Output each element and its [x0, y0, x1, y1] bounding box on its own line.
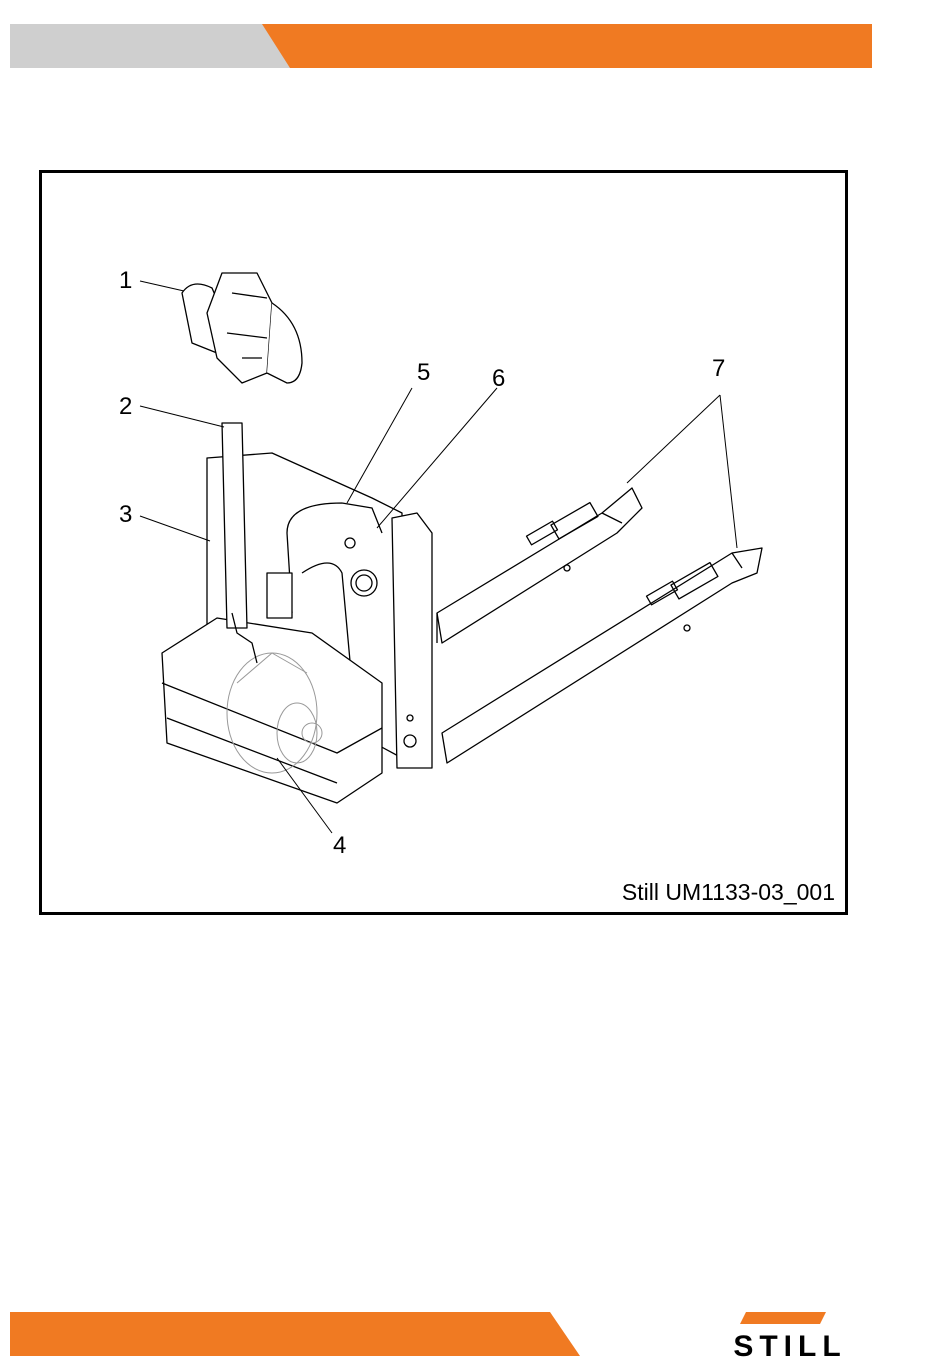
- logo-text: STILL: [733, 1330, 846, 1360]
- callout-6: 6: [492, 367, 505, 391]
- callout-1: 1: [119, 269, 132, 293]
- callout-4: 4: [333, 834, 346, 858]
- front-panel: [392, 513, 432, 768]
- header-gray-segment: [10, 24, 290, 68]
- callout-7: 7: [712, 357, 725, 381]
- footer-orange-segment: [10, 1312, 580, 1356]
- logo-orange-mark: [740, 1312, 826, 1324]
- figure-frame: 1 2 3 4 5 6 7 Still UM1133-03_001: [39, 170, 848, 915]
- tiller-arm: [222, 423, 247, 628]
- callout-3: 3: [119, 503, 132, 527]
- callout-2: 2: [119, 395, 132, 419]
- fork-left: [437, 488, 642, 643]
- header-bar: [10, 24, 872, 68]
- figure-id: Still UM1133-03_001: [622, 879, 835, 906]
- callout-5: 5: [417, 361, 430, 385]
- still-logo: STILL: [708, 1310, 873, 1360]
- footer-bar: [10, 1312, 580, 1356]
- pallet-truck-illustration: [42, 173, 845, 912]
- header-orange-segment: [262, 24, 872, 68]
